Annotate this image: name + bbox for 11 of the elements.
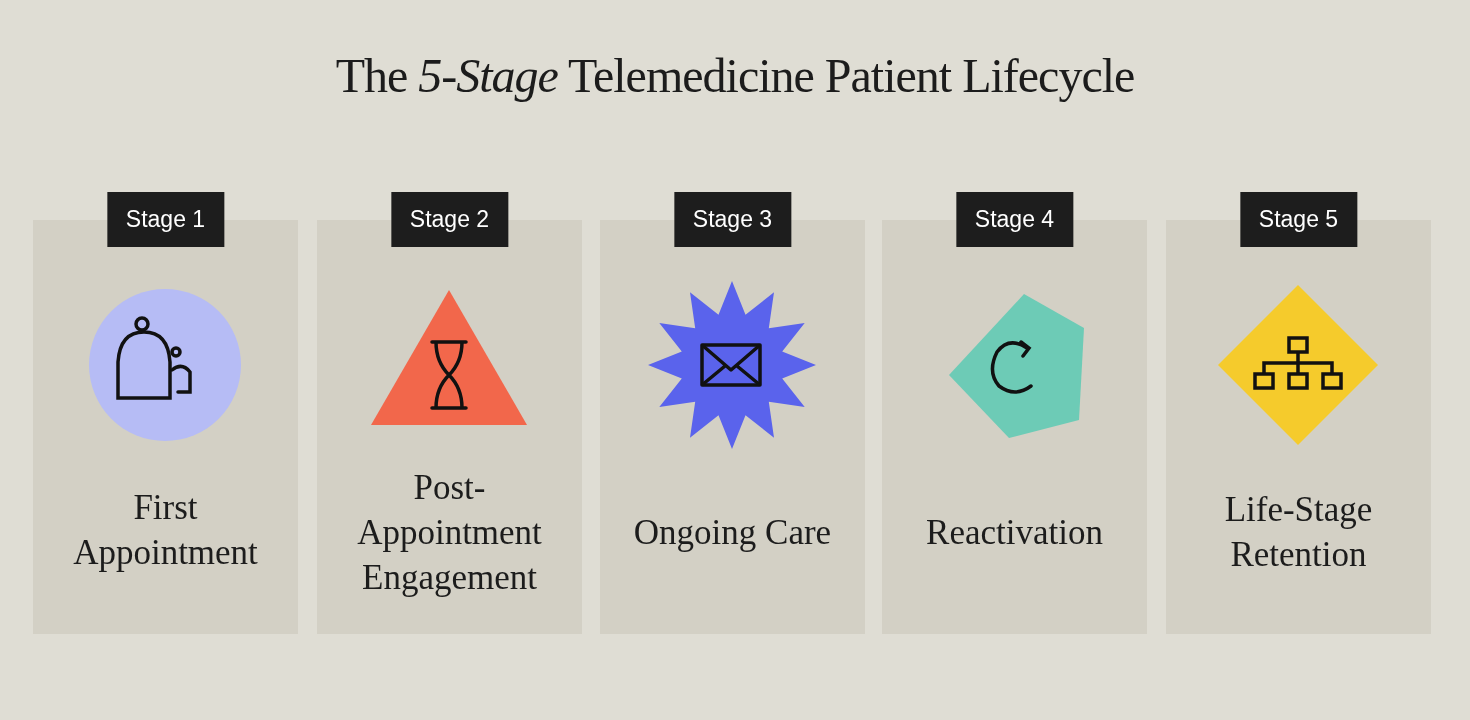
stage-badge: Stage 2 <box>390 192 509 247</box>
diagram-title: The 5-Stage Telemedicine Patient Lifecycle <box>334 48 1136 103</box>
stage-badge: Stage 5 <box>1239 192 1358 247</box>
stage-badge: Stage 3 <box>673 192 792 247</box>
stage-title: First Appointment <box>72 487 259 574</box>
stage-title: Ongoing Care <box>632 511 833 554</box>
stage-title: Post-Appointment Engagement <box>356 466 543 599</box>
stage-title: Reactivation <box>925 511 1104 554</box>
stage-badge: Stage 4 <box>955 192 1074 247</box>
stage-badge: Stage 1 <box>106 192 225 247</box>
stage-title: Life-Stage Retention <box>1223 489 1374 576</box>
